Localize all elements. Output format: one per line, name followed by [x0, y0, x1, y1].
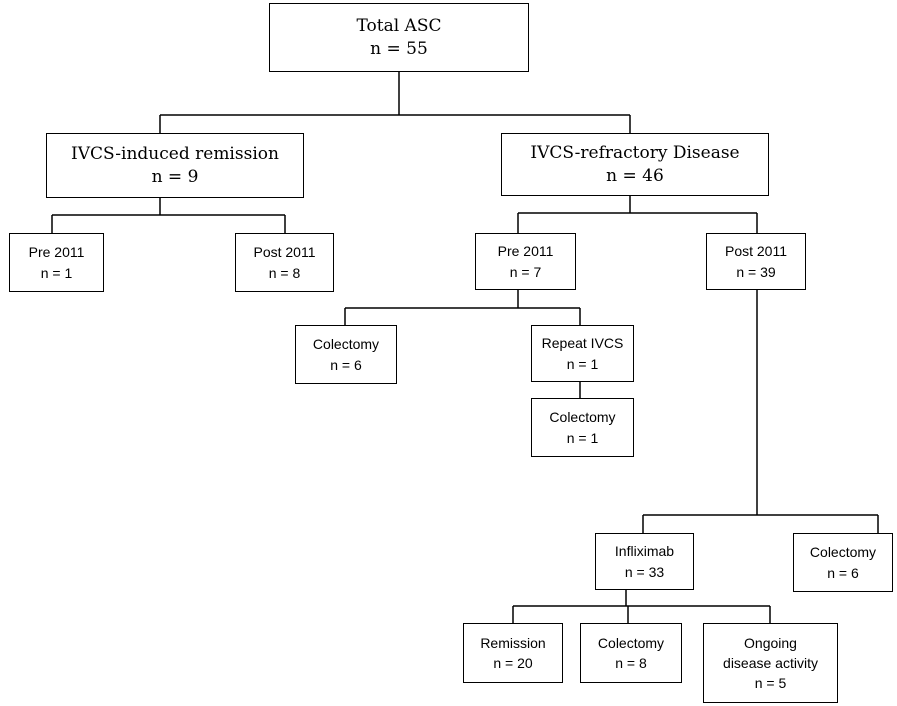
node-remission: Remission n = 20	[463, 623, 563, 683]
node-remission-count: n = 20	[493, 655, 533, 671]
node-ivcs-refractory-disease: IVCS-refractory Disease n = 46	[501, 133, 769, 196]
node-total-asc: Total ASC n = 55	[269, 3, 529, 72]
node-refractory-pre-2011-count: n = 7	[509, 263, 542, 280]
node-post-colectomy-count: n = 6	[827, 564, 859, 581]
node-repeat-colectomy-label: Colectomy	[549, 409, 616, 426]
node-ongoing-label-line1: Ongoing	[744, 634, 797, 651]
connector-refractory-pre	[344, 290, 581, 325]
node-ivcs-induced-remission-count: n = 9	[151, 166, 199, 187]
connector-infliximab	[512, 590, 771, 623]
node-remission-label: Remission	[480, 634, 546, 651]
node-infliximab-colectomy-count: n = 8	[615, 655, 647, 671]
node-total-asc-count: n = 55	[370, 38, 428, 59]
node-ongoing-count: n = 5	[754, 675, 787, 692]
node-repeat-ivcs-count: n = 1	[566, 355, 599, 372]
node-induced-pre-2011: Pre 2011 n = 1	[9, 233, 104, 292]
node-pre-colectomy: Colectomy n = 6	[295, 325, 397, 384]
connector-total	[159, 72, 631, 133]
node-infliximab-count: n = 33	[624, 563, 665, 580]
node-refractory-post-2011: Post 2011 n = 39	[706, 233, 806, 290]
node-ivcs-induced-remission-label: IVCS-induced remission	[71, 144, 279, 165]
node-pre-colectomy-label: Colectomy	[312, 336, 380, 353]
node-repeat-ivcs: Repeat IVCS n = 1	[531, 325, 634, 382]
connector-refractory	[517, 196, 758, 233]
node-induced-post-2011-label: Post 2011	[253, 244, 316, 261]
node-induced-pre-2011-count: n = 1	[40, 264, 73, 281]
node-infliximab: Infliximab n = 33	[595, 533, 694, 590]
node-repeat-ivcs-label: Repeat IVCS	[541, 335, 624, 352]
node-induced-pre-2011-label: Pre 2011	[28, 244, 85, 261]
node-infliximab-label: Infliximab	[614, 543, 675, 560]
node-induced-post-2011: Post 2011 n = 8	[235, 233, 334, 292]
connector-refractory-post	[642, 290, 879, 533]
node-post-colectomy-label: Colectomy	[809, 544, 877, 561]
node-refractory-pre-2011-label: Pre 2011	[497, 243, 554, 260]
node-infliximab-colectomy-label: Colectomy	[597, 634, 665, 651]
node-induced-post-2011-count: n = 8	[268, 264, 301, 281]
node-refractory-post-2011-count: n = 39	[736, 263, 776, 280]
node-pre-colectomy-count: n = 6	[330, 356, 362, 373]
node-ongoing-disease-activity: Ongoing disease activity n = 5	[703, 623, 838, 703]
node-ivcs-refractory-disease-count: n = 46	[606, 165, 664, 186]
node-post-colectomy: Colectomy n = 6	[793, 533, 893, 592]
node-total-asc-label: Total ASC	[356, 16, 442, 37]
node-ivcs-refractory-disease-label: IVCS-refractory Disease	[530, 143, 740, 164]
node-ivcs-induced-remission: IVCS-induced remission n = 9	[46, 133, 304, 198]
node-repeat-colectomy: Colectomy n = 1	[531, 398, 634, 457]
node-infliximab-colectomy: Colectomy n = 8	[580, 623, 682, 683]
node-ongoing-label-line2: disease activity	[723, 654, 818, 671]
node-refractory-post-2011-label: Post 2011	[724, 243, 787, 260]
connector-induced	[51, 198, 286, 233]
node-repeat-colectomy-count: n = 1	[566, 429, 599, 446]
node-refractory-pre-2011: Pre 2011 n = 7	[475, 233, 576, 290]
